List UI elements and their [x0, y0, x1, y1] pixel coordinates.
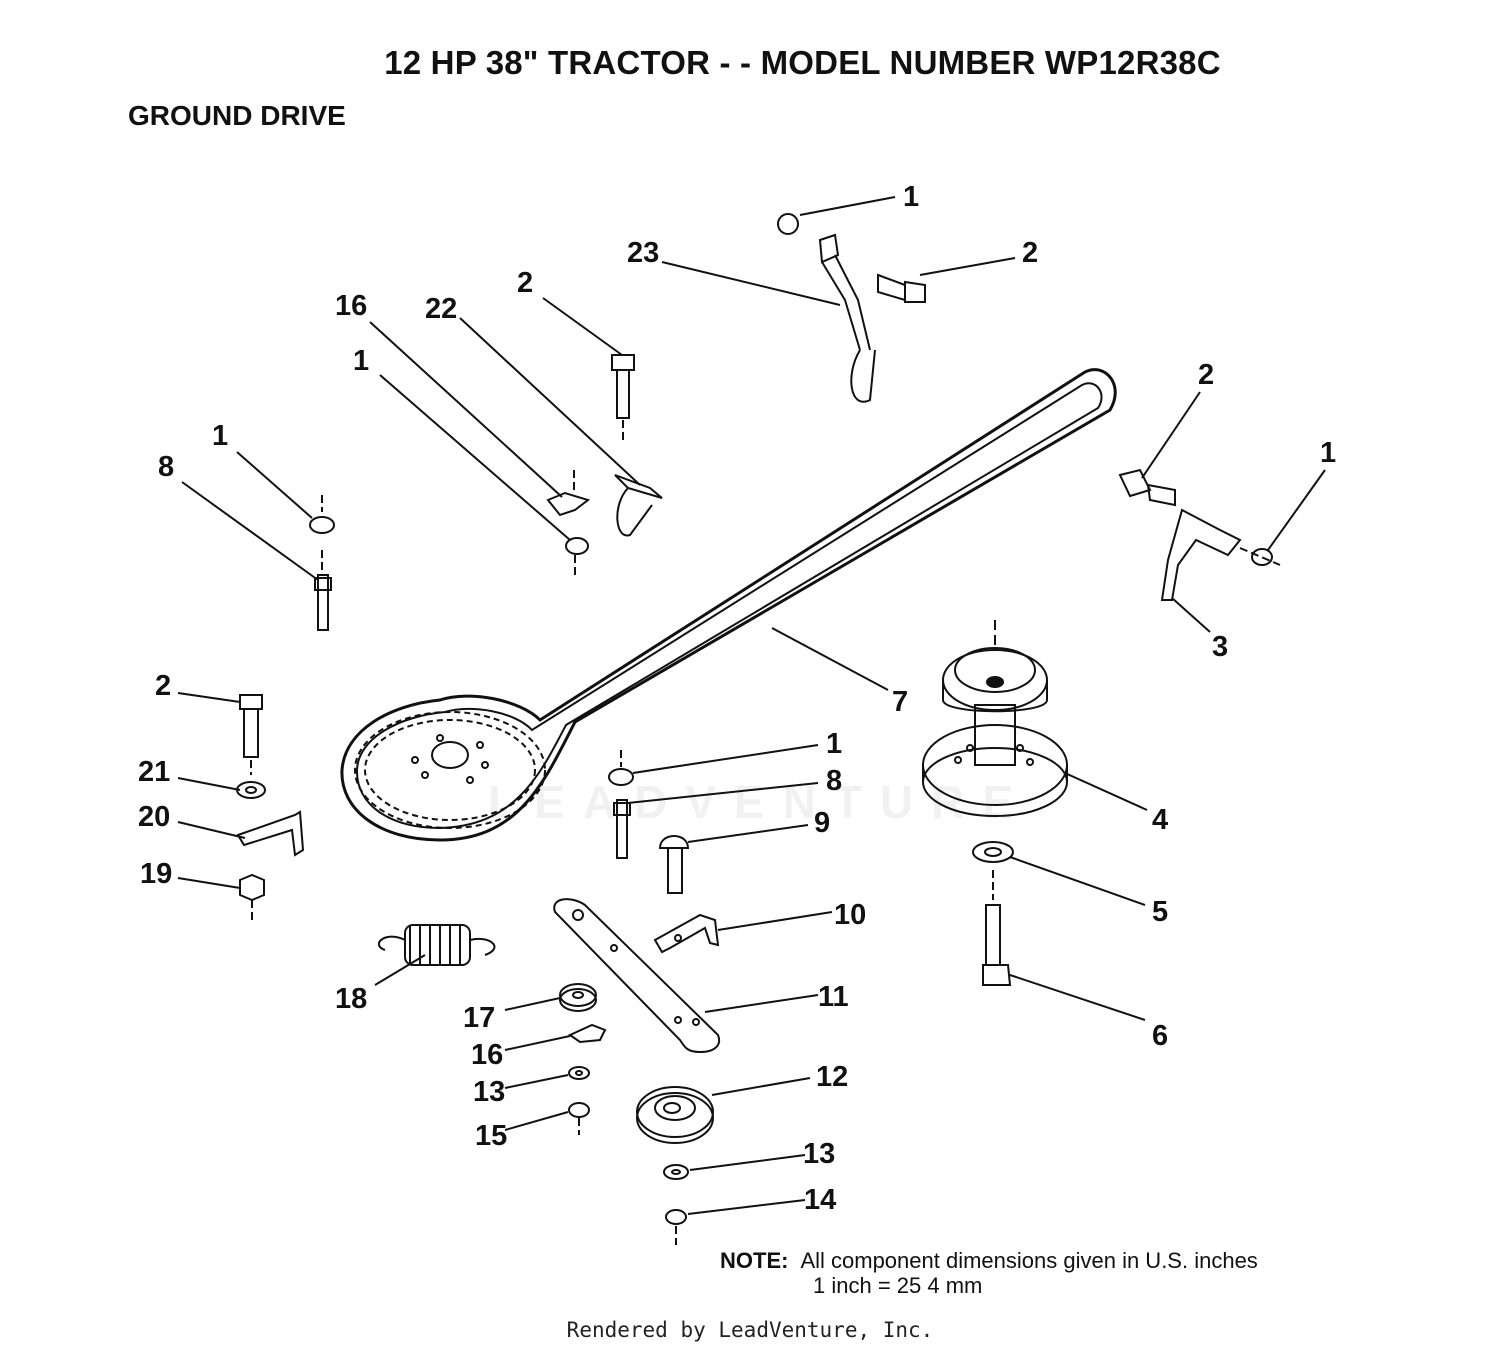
nut-19	[239, 873, 265, 920]
callout-8-center: 8	[826, 765, 842, 797]
callout-12: 12	[816, 1061, 848, 1093]
callout-1-lower: 1	[826, 728, 842, 760]
page-title: 12 HP 38" TRACTOR - - MODEL NUMBER WP12R…	[384, 44, 1221, 81]
callout-3: 3	[1212, 631, 1228, 663]
callout-22: 22	[425, 293, 457, 325]
callout-2-right: 2	[1198, 359, 1214, 391]
watermark-text: LEADVENTURE	[488, 776, 1032, 828]
callout-4: 4	[1152, 804, 1168, 836]
callout-19: 19	[140, 858, 172, 890]
washer-13-left	[568, 1066, 590, 1080]
callout-1-left: 1	[212, 420, 228, 452]
note-label: NOTE:	[720, 1248, 789, 1273]
note-line-2: 1 inch = 25 4 mm	[813, 1273, 983, 1298]
clip-16-lower	[567, 1023, 607, 1044]
callout-18: 18	[335, 983, 367, 1015]
bracket-10	[653, 913, 720, 954]
stud-8-left	[314, 550, 332, 631]
callout-9: 9	[814, 807, 830, 839]
bolt-2-center	[611, 354, 635, 440]
nut-1-lower	[608, 750, 634, 786]
washer-21	[236, 781, 266, 799]
engine-pulley	[922, 620, 1068, 817]
nut-14	[665, 1209, 687, 1245]
callout-23: 23	[627, 237, 659, 269]
dimension-note: NOTE: All component dimensions given in U…	[720, 1248, 1258, 1298]
bolt-6	[982, 870, 1012, 986]
callout-1-right: 1	[1320, 437, 1336, 469]
idler-pulley-12	[636, 1086, 714, 1144]
callouts: 1 2 23 16 22 2 1 1 8 2 1 3 7 2 21 20 19 …	[138, 181, 1336, 1216]
bracket-3	[1160, 508, 1281, 601]
idler-arm-11	[553, 898, 720, 1054]
note-line-1: All component dimensions given in U.S. i…	[800, 1248, 1258, 1273]
section-title: GROUND DRIVE	[128, 100, 346, 131]
footer-credit: Rendered by LeadVenture, Inc.	[566, 1318, 934, 1342]
carriage-bolt-9	[658, 835, 690, 894]
callout-14: 14	[804, 1184, 836, 1216]
callout-13-right: 13	[803, 1138, 835, 1170]
callout-17: 17	[463, 1002, 495, 1034]
callout-2-center: 2	[517, 267, 533, 299]
washer-13-right	[663, 1164, 689, 1180]
clip-16-top	[546, 470, 591, 517]
callout-16-top: 16	[335, 290, 367, 322]
nut-1-left	[309, 495, 335, 534]
callout-1-center: 1	[353, 345, 369, 377]
callout-21: 21	[138, 756, 170, 788]
bolt-2-left	[239, 694, 263, 775]
callout-10: 10	[834, 899, 866, 931]
callout-16-lower: 16	[471, 1039, 503, 1071]
callout-2-left: 2	[155, 670, 171, 702]
drive-belt	[340, 368, 1117, 842]
callout-1-top: 1	[903, 181, 919, 213]
spacer-17	[559, 983, 597, 1012]
callout-6: 6	[1152, 1020, 1168, 1052]
callout-11: 11	[818, 981, 849, 1013]
washer-5	[972, 841, 1014, 863]
bolt-2-right	[1118, 468, 1176, 507]
nut-1-center	[565, 537, 589, 575]
callout-5: 5	[1152, 896, 1168, 928]
callout-15: 15	[475, 1120, 507, 1152]
belt-guide-23	[777, 213, 926, 403]
callout-20: 20	[138, 801, 170, 833]
callout-7: 7	[892, 686, 908, 718]
callout-13-left: 13	[473, 1076, 505, 1108]
callout-2-top: 2	[1022, 237, 1038, 269]
spring-18	[377, 924, 496, 966]
drive-pulley	[354, 711, 546, 829]
leader-lines	[177, 196, 1326, 1215]
nut-15	[568, 1102, 590, 1135]
bracket-20	[236, 810, 305, 857]
stud-8-center	[613, 799, 631, 859]
callout-8-left: 8	[158, 451, 174, 483]
